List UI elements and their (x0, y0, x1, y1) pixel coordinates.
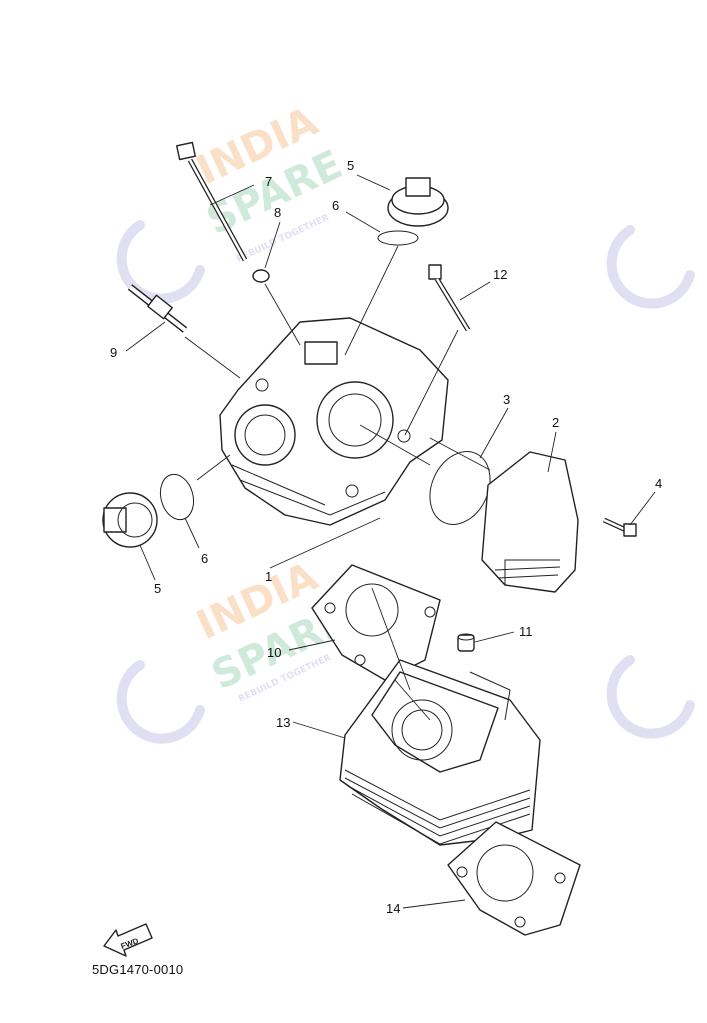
part-3-o-ring (429, 451, 491, 525)
part-12-bolt (428, 264, 471, 332)
part-13-cylinder-block (339, 659, 541, 846)
callout-7: 7 (265, 174, 272, 189)
part-7-stud-bolt (176, 141, 248, 262)
fwd-arrow: FWD (103, 923, 153, 957)
part-2-side-cover (481, 451, 579, 593)
watermark-logo-right (606, 225, 695, 739)
callout-4: 4 (655, 476, 662, 491)
callout-12: 12 (493, 267, 507, 282)
leader-lines (125, 174, 656, 909)
callout-10: 10 (267, 645, 281, 660)
part-4-small-bolt (602, 517, 637, 537)
callout-6-top: 6 (332, 198, 339, 213)
part-9-spark-plug (127, 284, 188, 333)
callout-2: 2 (552, 415, 559, 430)
wrench-logo-icon (606, 655, 695, 739)
figure-code: 5DG1470-0010 (92, 962, 184, 977)
part-5-cap-lower (102, 492, 158, 548)
callout-14: 14 (386, 901, 400, 916)
callout-5-top: 5 (347, 158, 354, 173)
part-1-cylinder-head (219, 317, 449, 526)
callout-13: 13 (276, 715, 290, 730)
callout-labels: 7 8 5 6 12 9 3 2 4 6 5 1 11 10 13 14 (110, 158, 662, 916)
part-11-dowel (457, 633, 475, 652)
callout-3: 3 (503, 392, 510, 407)
callout-1: 1 (265, 569, 272, 584)
part-8-washer (252, 269, 270, 283)
watermark-logo-top: INDIA SPARE REBUILD TOGETHER (116, 99, 349, 304)
callout-5-lower: 5 (154, 581, 161, 596)
callout-6-lower: 6 (201, 551, 208, 566)
part-6-o-ring-lower (159, 473, 195, 521)
callout-9: 9 (110, 345, 117, 360)
part-10-head-gasket (311, 564, 441, 681)
part-6-o-ring-top (377, 230, 419, 246)
callout-8: 8 (274, 205, 281, 220)
part-14-base-gasket (447, 821, 581, 936)
callout-11: 11 (519, 624, 533, 639)
part-5-cap-top (387, 177, 449, 227)
wrench-logo-icon (116, 660, 205, 744)
wrench-logo-icon (606, 225, 695, 309)
